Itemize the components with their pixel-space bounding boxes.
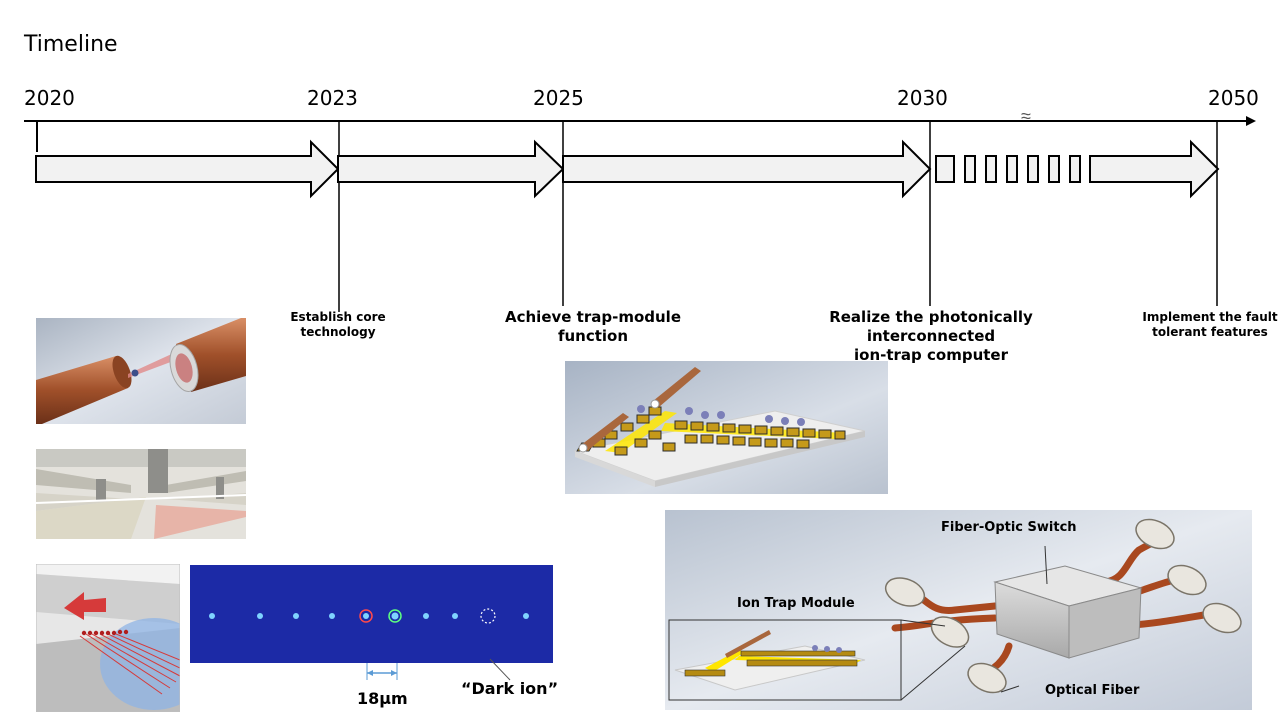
photonic-network-image: Fiber-Optic Switch Ion Trap Module Optic…: [665, 510, 1252, 710]
year-2023-label: 2023: [307, 86, 358, 110]
optical-fiber-label: Optical Fiber: [1045, 683, 1140, 698]
phase-arrow-2: [337, 139, 565, 199]
milestone-interconnected-computer: Realize the photonically interconnected …: [829, 308, 1033, 364]
gap-block: [1069, 155, 1081, 183]
surface-trap-chip-image: [36, 449, 246, 539]
ion-fluorescence-image: [190, 565, 553, 663]
phase-arrow-1: [35, 139, 340, 199]
ion-chain-laser-image: [36, 564, 180, 712]
year-2030-label: 2030: [897, 86, 948, 110]
fluorescence-annotations: [366, 658, 511, 681]
gap-block: [985, 155, 997, 183]
trap-module-image: [565, 361, 888, 494]
gap-block: [1006, 155, 1018, 183]
milestone-core-technology: Establish core technology: [290, 310, 386, 339]
gap-block: [935, 155, 955, 183]
axis-arrowhead: [1246, 116, 1256, 126]
fiber-optic-switch-label: Fiber-Optic Switch: [941, 520, 1077, 535]
phase-arrow-4: [1089, 139, 1220, 199]
timeline-graphic: [24, 116, 1256, 312]
year-2050-label: 2050: [1208, 86, 1259, 110]
gap-block: [1027, 155, 1039, 183]
ion-trap-module-label: Ion Trap Module: [737, 596, 855, 611]
year-2025-label: 2025: [533, 86, 584, 110]
timeline-title: Timeline: [24, 32, 118, 57]
phase-arrow-3: [562, 139, 932, 199]
dark-ion-label: “Dark ion”: [461, 679, 559, 698]
milestone-fault-tolerant: Implement the fault tolerant features: [1142, 310, 1278, 339]
gap-block: [964, 155, 976, 183]
year-2020-label: 2020: [24, 86, 75, 110]
axis-break-symbol: ≈: [1021, 106, 1031, 126]
gap-block: [1048, 155, 1060, 183]
milestone-trap-module: Achieve trap-module function: [505, 308, 681, 345]
scale-bar-label: 18μm: [357, 689, 408, 708]
ion-trap-electrode-image: [36, 318, 246, 424]
